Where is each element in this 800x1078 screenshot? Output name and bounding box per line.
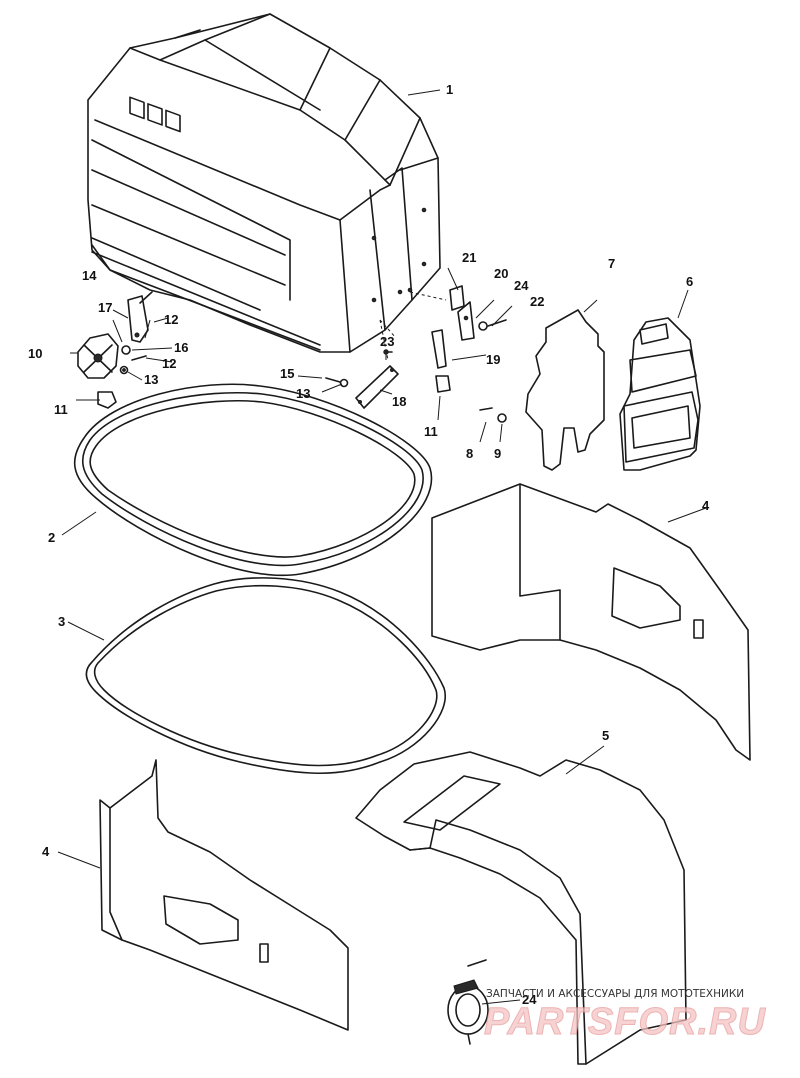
callout-7: 7 (608, 256, 615, 271)
clamp-24 (447, 959, 521, 1045)
callout-19: 19 (486, 352, 500, 367)
callout-9: 9 (494, 446, 501, 461)
callout-13b: 13 (296, 386, 310, 401)
screw-12-lower (131, 355, 147, 361)
stop-21 (449, 285, 465, 311)
washer-9 (497, 413, 507, 423)
callout-10: 10 (28, 346, 42, 361)
callout-12b: 12 (162, 356, 176, 371)
grommet-11-right (435, 375, 451, 393)
callout-3: 3 (58, 614, 65, 629)
callout-13a: 13 (144, 372, 158, 387)
callout-1: 1 (446, 82, 453, 97)
bracket-14 (127, 295, 149, 343)
callout-4a: 4 (42, 844, 50, 859)
side-panel-4-lower (57, 759, 349, 1031)
top-cowl-part (87, 13, 441, 353)
callout-11a: 11 (54, 402, 68, 417)
washer-24 (478, 321, 488, 331)
callout-24a: 24 (514, 278, 529, 293)
callout-4b: 4 (702, 498, 710, 513)
callout-21: 21 (462, 250, 476, 265)
callout-8: 8 (466, 446, 473, 461)
callout-14: 14 (82, 268, 97, 283)
gasket-3 (67, 577, 447, 775)
watermark: ЗАПЧАСТИ И АКСЕССУАРЫ ДЛЯ МОТОТЕХНИКИ PA… (484, 988, 766, 1044)
callout-20: 20 (494, 266, 508, 281)
screw-8 (479, 407, 493, 411)
callout-5: 5 (602, 728, 609, 743)
callout-15: 15 (280, 366, 294, 381)
callout-23: 23 (380, 334, 394, 349)
callout-24b: 24 (522, 992, 537, 1007)
callout-labels: 1 2 3 4 4 5 6 7 8 9 10 11 11 12 12 13 13… (28, 82, 710, 1007)
watermark-logo: PARTSFOR.RU (484, 1001, 766, 1043)
cover-plate-7 (525, 299, 605, 471)
callout-18: 18 (392, 394, 406, 409)
latch-hardware-right (297, 267, 513, 443)
callout-6: 6 (686, 274, 693, 289)
callout-12a: 12 (164, 312, 178, 327)
intake-grille-6 (619, 289, 701, 471)
callout-11b: 11 (424, 424, 438, 439)
seal-ring-2 (61, 383, 433, 577)
latch-hardware-left (70, 291, 173, 409)
callout-2: 2 (48, 530, 55, 545)
latch-19 (431, 329, 447, 369)
screw-15 (325, 377, 341, 383)
screw-22 (487, 319, 507, 327)
spacer-16 (121, 345, 131, 355)
grommet-11-left (97, 391, 117, 409)
leader-1 (407, 89, 441, 96)
watermark-caption: ЗАПЧАСТИ И АКСЕССУАРЫ ДЛЯ МОТОТЕХНИКИ (486, 988, 744, 1000)
callout-16: 16 (174, 340, 188, 355)
callout-22: 22 (530, 294, 544, 309)
side-panel-4-upper (431, 483, 751, 761)
bracket-20 (457, 301, 475, 341)
plate-18 (355, 365, 399, 409)
washer-13-right (339, 378, 349, 388)
callout-17: 17 (98, 300, 112, 315)
lower-panel-5 (355, 745, 687, 1065)
